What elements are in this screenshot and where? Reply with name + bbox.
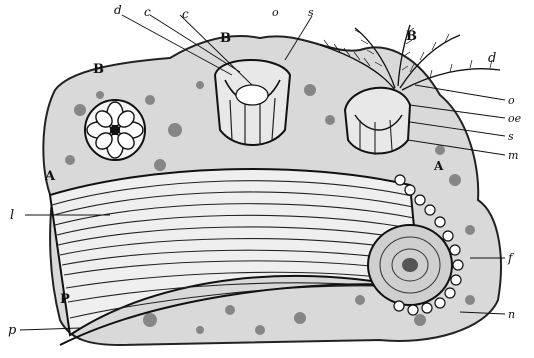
label-B-left: B <box>93 62 104 77</box>
label-s-right: s <box>508 130 514 143</box>
label-P-left: P <box>60 292 70 307</box>
label-B-top-left: B <box>220 31 231 46</box>
label-B-top-right: B <box>406 29 417 44</box>
label-c-top-1: c <box>144 5 151 19</box>
label-c-top-2: c <box>182 7 189 21</box>
label-d-right: d <box>488 51 496 66</box>
label-f-right: f <box>507 251 515 265</box>
label-l-left: l <box>10 208 14 223</box>
round-body <box>368 225 452 305</box>
rosette-cell <box>85 100 145 160</box>
label-A-right: A <box>433 159 444 173</box>
label-o-top: o <box>272 6 279 19</box>
label-s-top: s <box>308 6 314 19</box>
label-p-left: p <box>8 323 17 338</box>
label-A-left: A <box>44 169 56 184</box>
polyp-cup-left <box>215 60 290 145</box>
label-d-top: d <box>114 3 122 17</box>
label-o-right: o <box>508 94 515 107</box>
polyp-cup-right <box>345 88 410 155</box>
label-n-right: n <box>508 308 515 321</box>
label-oe-right: oe <box>508 112 522 125</box>
label-m-right: m <box>508 149 518 162</box>
